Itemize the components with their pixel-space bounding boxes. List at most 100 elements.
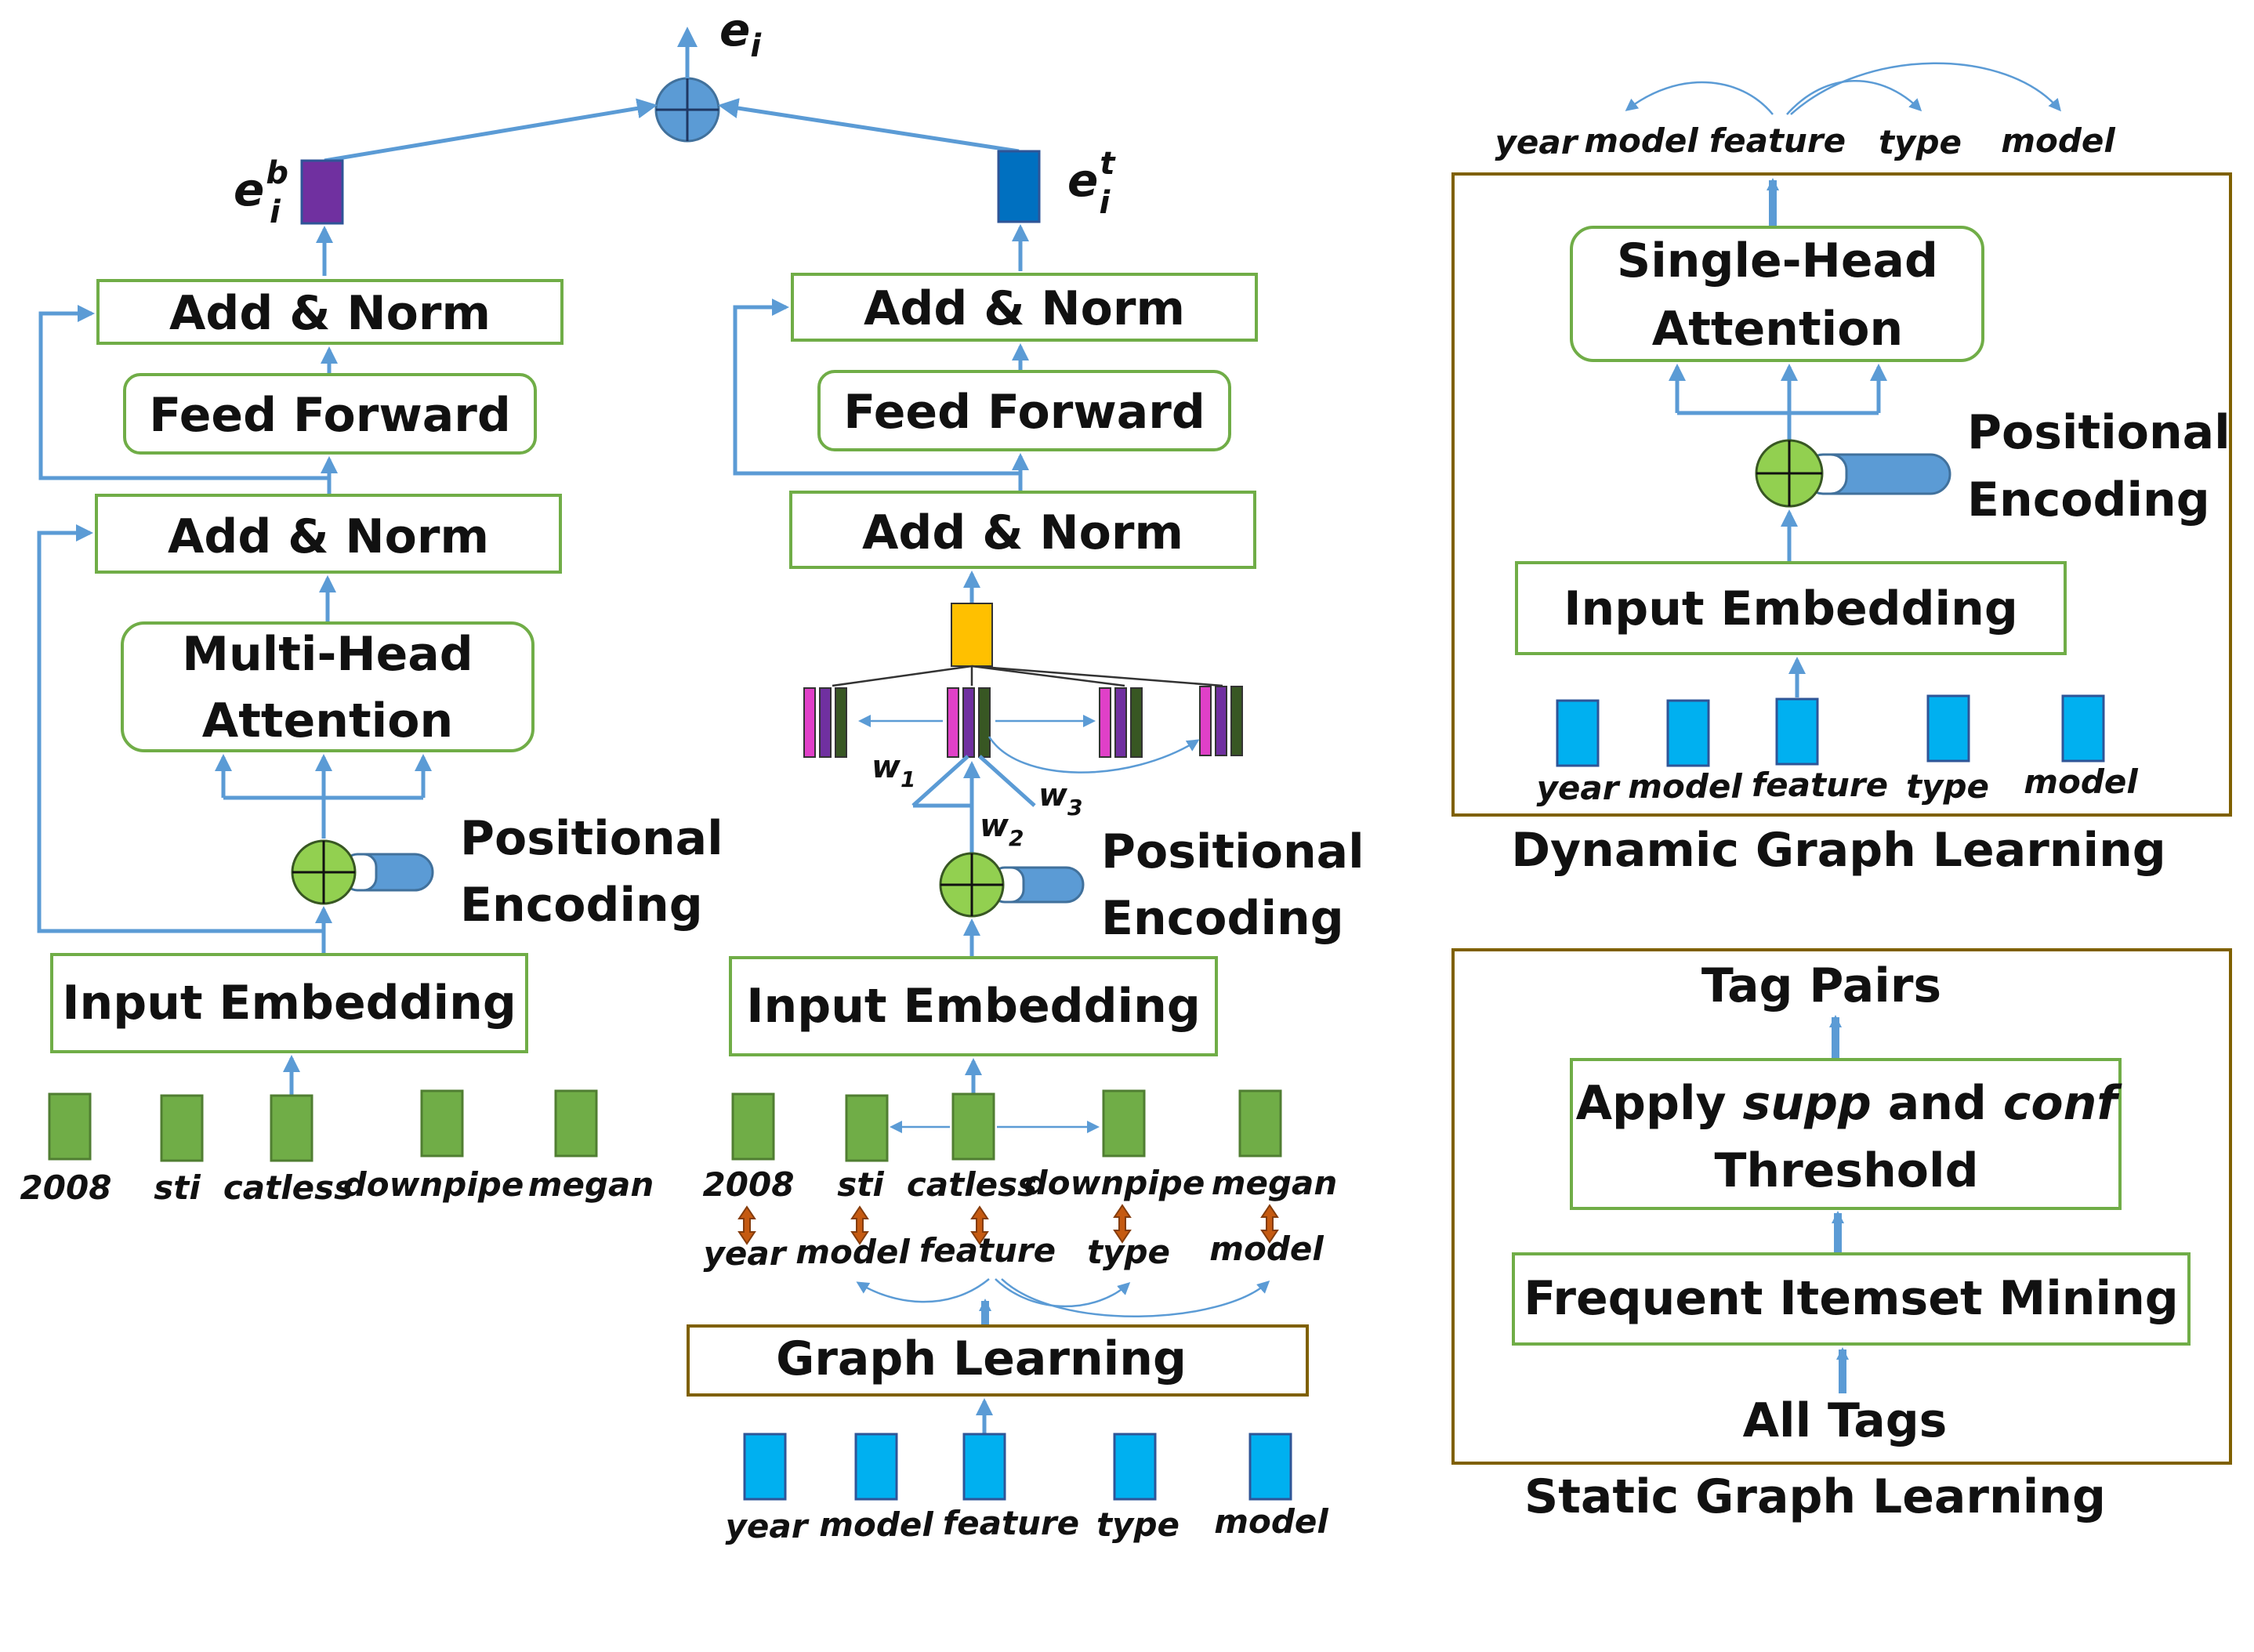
- left-feed-forward-label: Feed Forward: [149, 388, 511, 443]
- left-add-norm-top-label: Add & Norm: [169, 286, 491, 341]
- middle-neighbor-arrows: [858, 715, 1200, 773]
- middle-token-1: 2008: [703, 1165, 795, 1204]
- single-head-attention: [1570, 226, 1984, 362]
- stripe-vector-2: [947, 687, 991, 758]
- left-token-block-4: [420, 1089, 464, 1157]
- left-token-blocks: [48, 1089, 598, 1162]
- middle-tag-graph-edges: [856, 1278, 1270, 1317]
- dynamic-bottom-tag-blocks: [1556, 694, 2105, 767]
- left-token-3: catless: [223, 1168, 353, 1207]
- dynamic-positional-label-2: Encoding: [1967, 473, 2210, 527]
- middle-token-block-2: [845, 1094, 889, 1162]
- middle-token-block-4: [1102, 1089, 1146, 1157]
- middle-residual-ff: [733, 299, 1020, 476]
- tag-pairs-label: Tag Pairs: [1701, 958, 1941, 1013]
- weight-w2: w2: [980, 808, 1024, 851]
- left-token-2: sti: [154, 1168, 201, 1207]
- dynamic-input-embedding-label: Input Embedding: [1564, 581, 2018, 636]
- middle-feed-forward: [817, 370, 1231, 451]
- dynamic-positional-toggle: [1806, 453, 1951, 495]
- middle-token-3: catless: [907, 1165, 1037, 1204]
- all-tags-label: All Tags: [1743, 1393, 1948, 1448]
- left-to-sum-arrow: [324, 98, 658, 163]
- middle-attention-vector: [951, 603, 993, 667]
- left-token-1: 2008: [20, 1168, 112, 1207]
- middle-sum-node: [939, 852, 1005, 918]
- middle-tag-3: feature: [919, 1231, 1056, 1270]
- single-head-label-2: Attention: [1652, 302, 1903, 357]
- middle-token-block-3: [951, 1092, 995, 1161]
- middle-feed-forward-label: Feed Forward: [843, 385, 1205, 440]
- left-token-block-2: [160, 1094, 204, 1162]
- apply-threshold-label-2: Threshold: [1714, 1143, 1978, 1198]
- middle-stripe-vectors: [803, 686, 1243, 758]
- left-input-embedding-label: Input Embedding: [62, 976, 516, 1031]
- apply-threshold-box: [1570, 1058, 2122, 1210]
- middle-bottom-tag-block-3: [962, 1433, 1006, 1501]
- middle-bottom-tag-2: model: [819, 1505, 933, 1544]
- left-positional-label-1: Positional: [460, 811, 723, 866]
- left-multi-head-attention: [121, 621, 535, 752]
- middle-add-norm-top: [791, 273, 1258, 342]
- static-graph-title: Static Graph Learning: [1524, 1469, 2106, 1524]
- dynamic-bottom-tag-1: year: [1537, 769, 1621, 807]
- left-sum-node: [291, 839, 357, 905]
- weight-w3: w3: [1038, 777, 1082, 821]
- dynamic-top-tag-4: type: [1879, 123, 1962, 161]
- dynamic-top-tag-1: year: [1495, 123, 1579, 161]
- single-head-label-1: Single-Head: [1617, 234, 1938, 288]
- apply-threshold-label-1: Apply supp and conf: [1576, 1076, 2123, 1131]
- frequent-itemset-mining-box: [1512, 1252, 2191, 1346]
- middle-add-norm-top-label: Add & Norm: [864, 281, 1185, 336]
- middle-positional-label-1: Positional: [1101, 824, 1364, 879]
- middle-tag-4: type: [1087, 1233, 1170, 1271]
- dynamic-input-embedding: [1515, 561, 2067, 655]
- left-positional-toggle: [343, 853, 434, 892]
- dynamic-tag-block-1: [1556, 699, 1600, 767]
- middle-input-embedding: [729, 956, 1218, 1056]
- left-add-norm-bottom: [95, 494, 562, 574]
- dynamic-bottom-tag-4: type: [1906, 767, 1989, 806]
- middle-token-block-1: [731, 1092, 775, 1161]
- frequent-itemset-mining-label: Frequent Itemset Mining: [1524, 1271, 2179, 1326]
- left-qkv-fork: [215, 754, 432, 839]
- left-add-norm-bottom-label: Add & Norm: [168, 509, 489, 564]
- middle-positional-toggle: [991, 866, 1085, 904]
- dynamic-qkv-fork: [1669, 364, 1887, 440]
- dynamic-graph-panel: [1451, 172, 2232, 817]
- weight-w1: w1: [872, 749, 915, 792]
- left-token-block-3: [270, 1094, 313, 1162]
- left-token-4: downpipe: [343, 1165, 524, 1204]
- dynamic-bottom-tag-2: model: [1628, 767, 1742, 806]
- middle-bottom-tag-block-1: [743, 1433, 787, 1501]
- middle-add-norm-bottom: [789, 491, 1256, 569]
- dynamic-top-tag-2: model: [1584, 121, 1698, 160]
- left-token-5: megan: [528, 1165, 654, 1204]
- dynamic-bottom-tag-5: model: [2024, 763, 2138, 801]
- middle-tag-1: year: [704, 1234, 788, 1273]
- dynamic-tag-block-4: [1926, 694, 1970, 763]
- middle-tag-5: model: [1209, 1230, 1324, 1268]
- left-attention-label-1: Multi-Head: [182, 627, 473, 682]
- left-attention-label-2: Attention: [202, 694, 453, 748]
- dynamic-positional-label-1: Positional: [1967, 405, 2230, 460]
- middle-token-blocks: [731, 1089, 1282, 1162]
- dynamic-top-tag-5: model: [2001, 121, 2115, 160]
- left-positional-label-2: Encoding: [460, 878, 703, 933]
- graph-learning-box: [687, 1324, 1309, 1397]
- left-residual-ff: [38, 305, 329, 480]
- dynamic-tag-graph-edges: [1625, 62, 2061, 115]
- left-input-embedding: [50, 953, 528, 1053]
- stripe-vector-4: [1199, 686, 1243, 756]
- middle-add-norm-bottom-label: Add & Norm: [862, 505, 1183, 560]
- middle-bottom-tag-4: type: [1096, 1505, 1180, 1544]
- middle-token-5: megan: [1212, 1164, 1338, 1202]
- dynamic-top-tag-3: feature: [1709, 121, 1846, 160]
- right-to-sum-arrow: [718, 98, 1020, 154]
- left-residual-attn: [37, 524, 324, 933]
- left-token-block-1: [48, 1092, 92, 1161]
- middle-bottom-tag-block-4: [1113, 1433, 1157, 1501]
- stripe-vector-3: [1099, 687, 1143, 758]
- dynamic-sum-node: [1755, 439, 1824, 508]
